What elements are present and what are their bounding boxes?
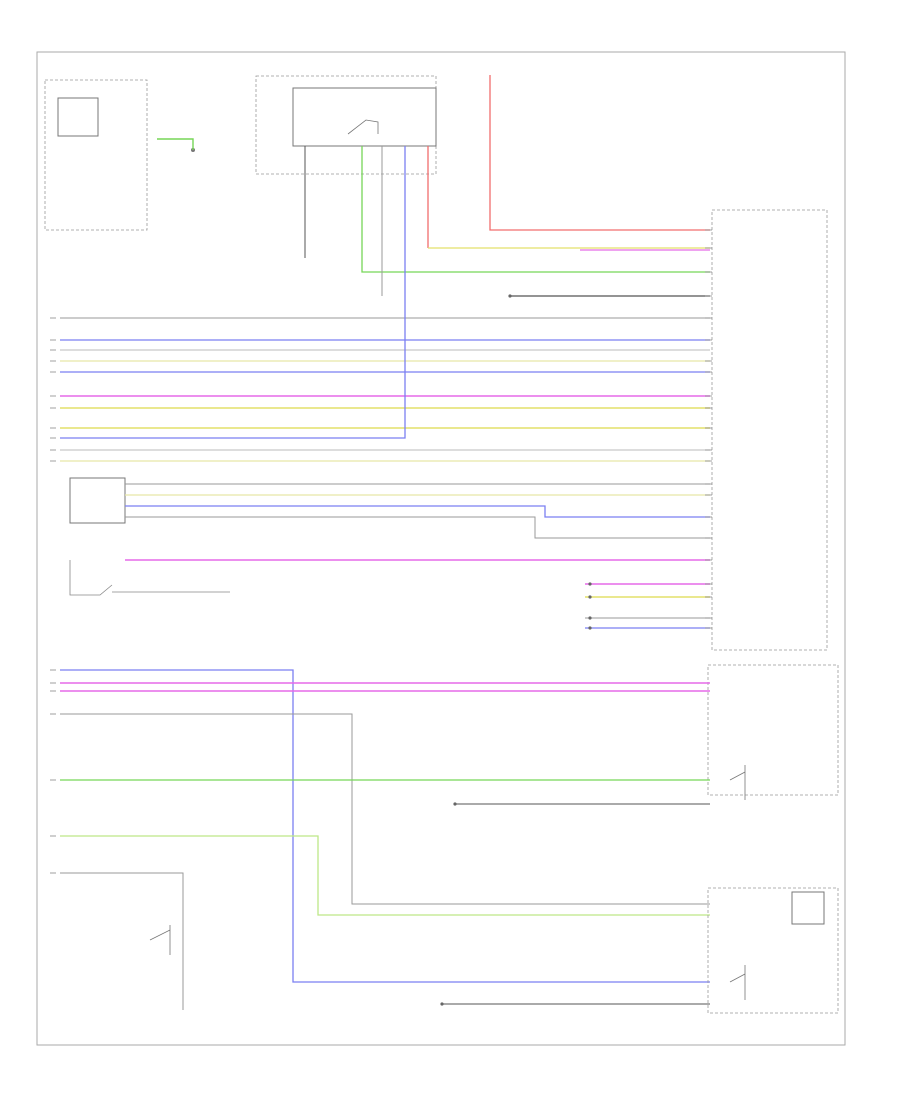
wire-blue-3 <box>125 505 710 518</box>
splice-points <box>440 294 592 1006</box>
seat-switch <box>69 560 230 596</box>
wire-grey-low <box>60 713 710 905</box>
ipc-component <box>57 97 99 137</box>
module-outline <box>255 75 437 175</box>
bcm-green-stub <box>157 138 194 150</box>
connector-ticks <box>705 229 712 629</box>
wire-blue-low <box>60 669 710 983</box>
passenger-buckle-switch <box>729 965 746 1000</box>
module-internal-switch <box>347 119 379 135</box>
sensor-module <box>69 477 126 524</box>
front-seat-outline <box>707 664 839 796</box>
wire-lgreen-low <box>60 835 710 916</box>
top-module <box>292 87 437 147</box>
left-ticks <box>50 317 56 874</box>
driver-buckle-switch <box>729 765 746 800</box>
right-connector-outline <box>711 209 828 651</box>
passenger-sensor <box>791 891 825 925</box>
wire-grey-5 <box>125 516 710 539</box>
wire-green-top <box>361 146 710 273</box>
wire-grey-low-2 <box>60 872 184 1010</box>
passenger-sensor-outline <box>707 887 839 1014</box>
diagram-frame <box>36 51 846 1046</box>
wire-red <box>489 75 710 231</box>
wire-blue-module <box>60 146 406 439</box>
rear-switch <box>149 925 171 955</box>
ipc-outline <box>44 79 148 231</box>
